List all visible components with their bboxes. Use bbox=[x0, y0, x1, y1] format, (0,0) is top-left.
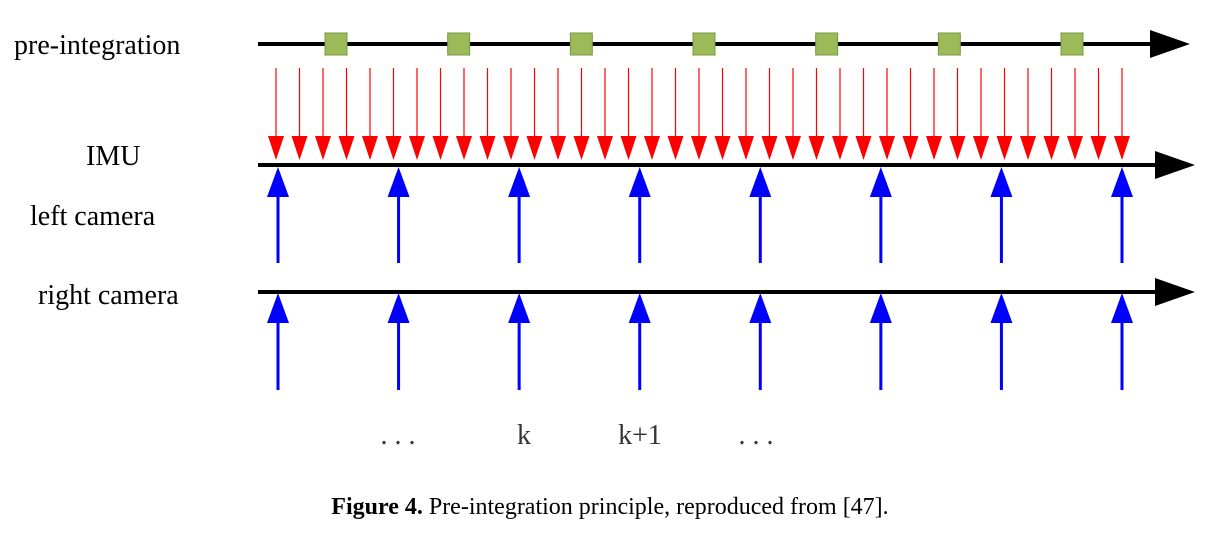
right-camera-frame-arrow bbox=[628, 293, 651, 390]
imu-sample-arrow bbox=[996, 68, 1013, 160]
imu-sample-arrow bbox=[1020, 68, 1036, 160]
imu-sample-arrow bbox=[973, 68, 989, 160]
imu-sample-arrow bbox=[926, 68, 942, 160]
frame-label-k-plus-1: k+1 bbox=[618, 420, 662, 451]
figure-number: Figure 4. bbox=[331, 494, 423, 520]
imu-sample-arrow bbox=[832, 68, 848, 160]
imu-sample-arrow bbox=[644, 68, 660, 160]
imu-sample-arrow bbox=[1090, 68, 1107, 160]
imu-sample-arrow bbox=[291, 68, 308, 160]
left-camera-label: left camera bbox=[30, 201, 156, 232]
imu-sample-arrow bbox=[362, 68, 378, 160]
left-camera-frame-arrow bbox=[387, 167, 410, 263]
imu-sample-arrow bbox=[1043, 68, 1060, 160]
imu-sample-arrow bbox=[385, 68, 402, 160]
right-camera-frame-arrow bbox=[267, 293, 289, 390]
left-camera-frame-arrow bbox=[1111, 167, 1133, 263]
imu-sample-arrow bbox=[691, 68, 707, 160]
imu-sample-arrow bbox=[456, 68, 472, 160]
imu-sample-arrow bbox=[808, 68, 825, 160]
preintegration-marker bbox=[692, 32, 716, 56]
left-camera-frame-arrow bbox=[628, 167, 651, 263]
imu-sample-arrow bbox=[526, 68, 543, 160]
figure-caption: Figure 4. Pre-integration principle, rep… bbox=[0, 494, 1220, 521]
right-camera-frame-arrow bbox=[869, 293, 892, 390]
imu-sample-arrow bbox=[409, 68, 425, 160]
right-camera-timeline-arrowhead bbox=[1155, 278, 1195, 306]
frame-label-ellipsis-left: . . . bbox=[381, 420, 416, 451]
imu-sample-arrow bbox=[620, 68, 637, 160]
preintegration-label: pre-integration bbox=[14, 30, 180, 61]
left-camera-arrows bbox=[267, 167, 1133, 263]
imu-sample-arrow bbox=[761, 68, 778, 160]
right-camera-frame-arrow bbox=[749, 293, 772, 390]
imu-sample-arrow bbox=[503, 68, 519, 160]
frame-label-k: k bbox=[517, 420, 531, 451]
imu-sample-arrow bbox=[338, 68, 355, 160]
right-camera-frame-arrow bbox=[508, 293, 531, 390]
right-camera-frame-arrow bbox=[387, 293, 410, 390]
imu-sample-arrow bbox=[785, 68, 801, 160]
imu-sample-arrow bbox=[573, 68, 590, 160]
left-camera-frame-arrow bbox=[749, 167, 772, 263]
imu-sample-arrow bbox=[597, 68, 613, 160]
frame-label-ellipsis-right: . . . bbox=[739, 420, 774, 451]
left-camera-frame-arrow bbox=[267, 167, 289, 263]
imu-sample-arrow bbox=[315, 68, 331, 160]
preintegration-marker bbox=[447, 32, 471, 56]
left-camera-frame-arrow bbox=[508, 167, 531, 263]
imu-sample-arrow bbox=[902, 68, 919, 160]
preintegration-marker bbox=[1060, 32, 1084, 56]
pre-integration-diagram: pre-integration IMU left camera right ca… bbox=[14, 30, 1195, 451]
right-camera-frame-arrow bbox=[990, 293, 1013, 390]
imu-sample-arrow bbox=[879, 68, 895, 160]
right-camera-frame-arrow bbox=[1111, 293, 1133, 390]
right-camera-label: right camera bbox=[38, 280, 179, 311]
imu-sample-arrow bbox=[479, 68, 496, 160]
imu-sample-arrow bbox=[714, 68, 731, 160]
imu-sample-arrow bbox=[268, 68, 284, 160]
preintegration-marker bbox=[815, 32, 839, 56]
preintegration-marker bbox=[937, 32, 961, 56]
preintegration-timeline-arrowhead bbox=[1150, 30, 1190, 58]
imu-sample-arrow bbox=[550, 68, 566, 160]
imu-sample-arrow bbox=[667, 68, 684, 160]
preintegration-markers bbox=[324, 32, 1084, 56]
imu-sample-arrow bbox=[1114, 68, 1130, 160]
preintegration-marker bbox=[324, 32, 348, 56]
imu-sample-arrow bbox=[1067, 68, 1083, 160]
imu-sample-arrow bbox=[738, 68, 754, 160]
left-camera-frame-arrow bbox=[869, 167, 892, 263]
imu-sample-arrow bbox=[432, 68, 449, 160]
left-camera-frame-arrow bbox=[990, 167, 1013, 263]
right-camera-arrows bbox=[267, 293, 1133, 390]
preintegration-marker bbox=[569, 32, 593, 56]
imu-sample-arrow bbox=[949, 68, 966, 160]
caption-text: Pre-integration principle, reproduced fr… bbox=[422, 494, 889, 520]
imu-label: IMU bbox=[86, 141, 140, 172]
imu-sample-arrow bbox=[855, 68, 872, 160]
imu-timeline-arrowhead bbox=[1155, 151, 1195, 179]
imu-arrows bbox=[268, 68, 1130, 160]
